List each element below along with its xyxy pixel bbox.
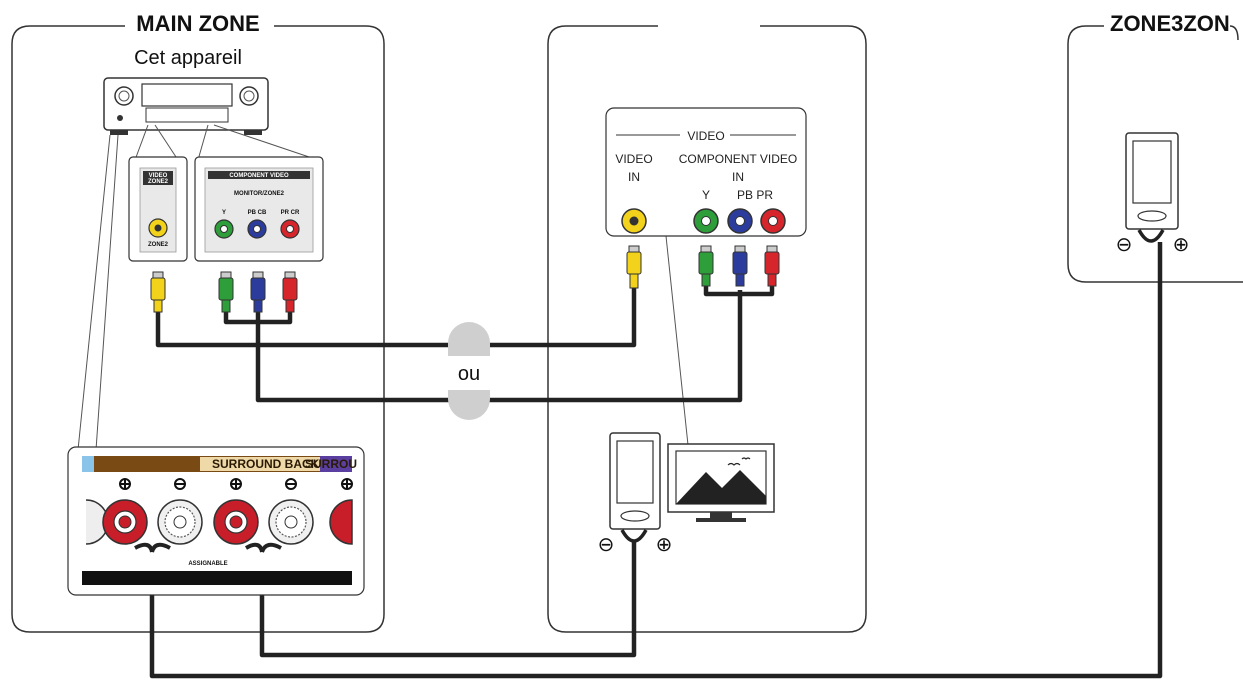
receiver-component-panel: COMPONENT VIDEO MONITOR/ZONE2 Y PB CB PR… — [194, 156, 324, 262]
polarity-marks — [119, 478, 353, 490]
or-label: ou — [458, 363, 480, 385]
receiver-video-jack-label: ZONE2 — [148, 242, 169, 248]
av-receiver-icon — [103, 77, 269, 135]
zone3-speaker-minus: ⊖ — [1116, 234, 1133, 256]
tv-video-in-1: VIDEO — [615, 152, 652, 166]
receiver-pb-label: PB CB — [248, 210, 267, 216]
binding-posts — [85, 499, 353, 545]
zone2-speaker-minus: ⊖ — [598, 534, 615, 556]
speaker-terminal-panel: SURROUND BACK SURROU — [67, 446, 365, 596]
tv-y-label: Y — [702, 188, 710, 202]
surround-extra-label: SURROU — [305, 457, 357, 471]
device-label: Cet appareil — [134, 47, 242, 69]
surround-back-label: SURROUND BACK — [212, 457, 320, 471]
zone2-speaker-plus: ⊕ — [656, 534, 673, 556]
tv-video-in-2: IN — [628, 170, 640, 184]
tv-component-2: IN — [732, 170, 744, 184]
tv-component-1: COMPONENT VIDEO — [679, 152, 797, 166]
main-zone-title: MAIN ZONE — [136, 11, 259, 36]
tv-icon — [667, 443, 775, 522]
zone3-speaker-plus: ⊕ — [1173, 234, 1190, 256]
tv-pb-pr-label: PB PR — [737, 188, 773, 202]
tv-input-panel: VIDEO VIDEO IN COMPONENT VIDEO IN Y PB P… — [605, 107, 807, 237]
zone3-title: ZONE3ZON — [1110, 11, 1230, 36]
receiver-component-sub: MONITOR/ZONE2 — [234, 191, 285, 197]
receiver-video-panel: VIDEO ZONE2 ZONE2 — [128, 156, 188, 262]
main-zone-box: MAIN ZONE Cet appareil — [11, 11, 385, 633]
receiver-pr-label: PR CR — [281, 210, 300, 216]
receiver-component-label: COMPONENT VIDEO — [229, 173, 289, 179]
zone2-speaker-icon: ⊖ ⊕ — [598, 432, 673, 556]
receiver-rca-plugs — [150, 271, 298, 313]
terminal-wires — [134, 542, 282, 553]
receiver-video-sub: ZONE2 — [148, 179, 169, 185]
receiver-video-label: VIDEO — [149, 173, 168, 179]
video-cables — [155, 285, 775, 403]
zone2-box — [547, 25, 867, 633]
receiver-y-label: Y — [222, 210, 226, 216]
tv-rca-plugs — [626, 245, 780, 289]
tv-video-header: VIDEO — [687, 129, 724, 143]
leader-lines — [77, 124, 689, 451]
zone3-box: ZONE3ZON — [1067, 11, 1243, 283]
or-separator: ou — [448, 322, 490, 420]
assignable-label: ASSIGNABLE — [188, 561, 227, 567]
zone3-speaker-icon: ⊖ ⊕ — [1116, 132, 1190, 256]
speaker-cables — [149, 242, 1163, 679]
